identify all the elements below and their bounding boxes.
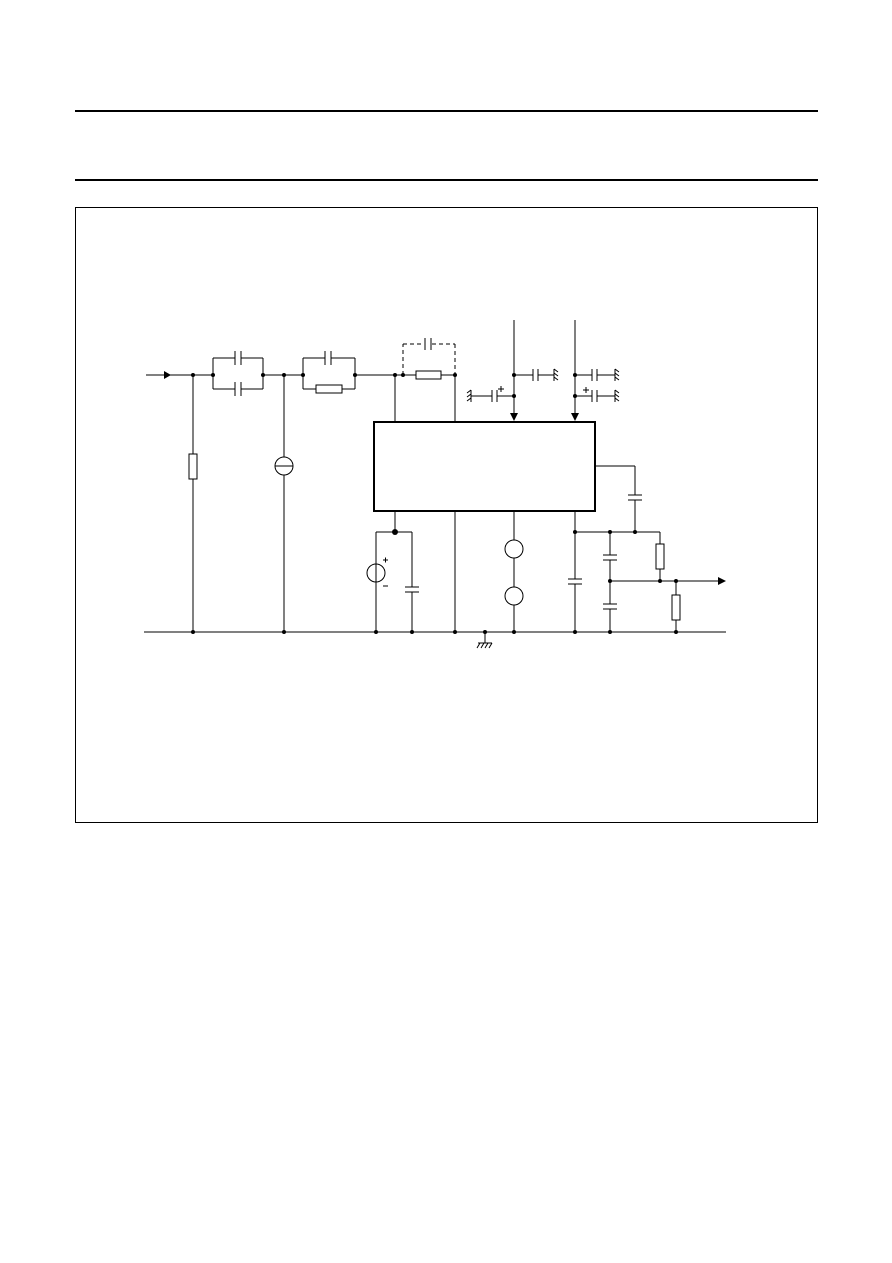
feedback-pin-capacitor [595,466,642,532]
integrated-circuit-block [374,422,595,511]
bias-voltage-source [367,511,412,632]
series-sources [505,511,523,632]
parallel-capacitor-pair [213,351,263,396]
supply-rail-2 [571,320,619,421]
optional-feedback-capacitor [403,344,455,375]
decoupling-capacitor [405,532,419,632]
figure-frame [75,207,818,823]
rc-parallel-network [303,351,355,393]
output-capacitor [568,511,582,632]
supply-rail-1 [467,320,558,421]
input-shunt-resistor [189,375,197,632]
header-rule-bottom [75,179,818,181]
signal-output-arrow [718,577,726,585]
output-load-resistor [672,581,680,632]
output-series-resistor [656,532,664,581]
header-rule-top [75,110,818,112]
filter-capacitor-lower [603,581,617,632]
ground-symbol [477,632,492,648]
filter-capacitor-upper [603,532,617,581]
current-source-shunt [275,375,293,632]
optional-feedback-capacitor-plates [425,338,431,350]
junction-dots [191,373,678,634]
feedback-resistor [416,371,455,422]
